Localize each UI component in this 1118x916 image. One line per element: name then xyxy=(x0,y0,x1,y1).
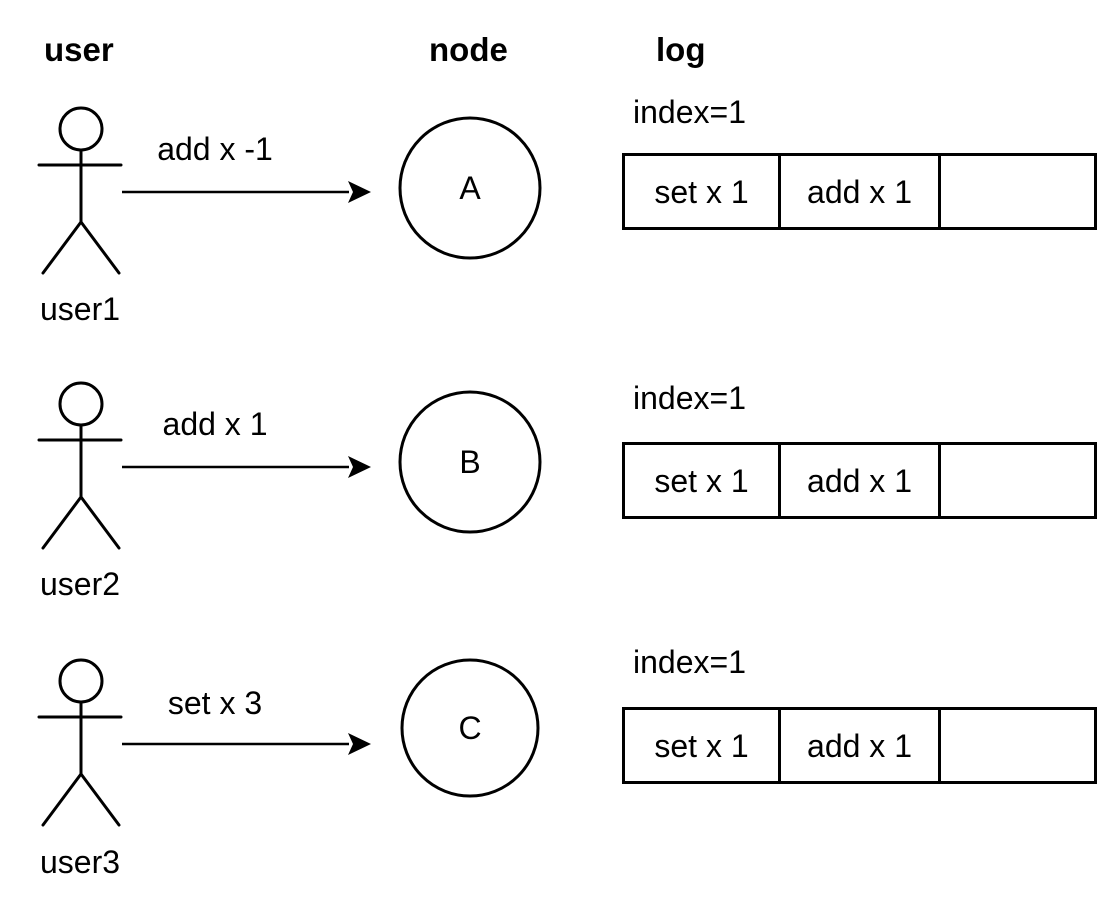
message-label: add x -1 xyxy=(157,131,273,167)
actor-icon-user3 xyxy=(37,658,123,827)
log-entry: set x 1 xyxy=(625,710,781,781)
log-index-label: index=1 xyxy=(633,94,746,130)
log-entry: add x 1 xyxy=(781,710,941,781)
log-table: set x 1 add x 1 xyxy=(622,707,1097,784)
log-entry-empty xyxy=(941,156,1094,227)
message-label: set x 3 xyxy=(167,685,263,721)
column-header-node: node xyxy=(429,31,508,68)
log-table: set x 1 add x 1 xyxy=(622,153,1097,230)
log-entry: set x 1 xyxy=(625,156,781,227)
log-entry: set x 1 xyxy=(625,445,781,516)
user-label: user3 xyxy=(39,844,121,880)
actor-legs xyxy=(41,219,121,275)
user-label: user2 xyxy=(39,566,121,602)
actor-head xyxy=(58,381,104,427)
arrowhead-icon xyxy=(348,181,371,203)
message-arrow-user2-to-b xyxy=(122,456,371,478)
actor-head xyxy=(58,106,104,152)
message-arrow-user3-to-c xyxy=(122,733,371,755)
node-circle-c xyxy=(400,658,540,798)
log-index-label: index=1 xyxy=(633,644,746,680)
node-circle-a xyxy=(398,116,542,260)
user-label: user1 xyxy=(39,291,121,327)
node-circle-b xyxy=(398,390,542,534)
node-label: B xyxy=(459,444,481,480)
node-label: C xyxy=(458,710,482,746)
log-entry: add x 1 xyxy=(781,156,941,227)
arrowhead-icon xyxy=(348,733,371,755)
node-label: A xyxy=(459,170,481,206)
log-index-label: index=1 xyxy=(633,380,746,416)
actor-legs xyxy=(41,771,121,827)
message-arrow-user1-to-a xyxy=(122,181,371,203)
log-entry-empty xyxy=(941,445,1094,516)
log-entry-empty xyxy=(941,710,1094,781)
log-table: set x 1 add x 1 xyxy=(622,442,1097,519)
column-header-log: log xyxy=(656,31,706,68)
message-label: add x 1 xyxy=(162,406,268,442)
actor-head xyxy=(58,658,104,704)
arrowhead-icon xyxy=(348,456,371,478)
actor-icon-user1 xyxy=(37,106,123,275)
log-entry: add x 1 xyxy=(781,445,941,516)
actor-legs xyxy=(41,494,121,550)
column-header-user: user xyxy=(44,31,114,68)
actor-icon-user2 xyxy=(37,381,123,550)
